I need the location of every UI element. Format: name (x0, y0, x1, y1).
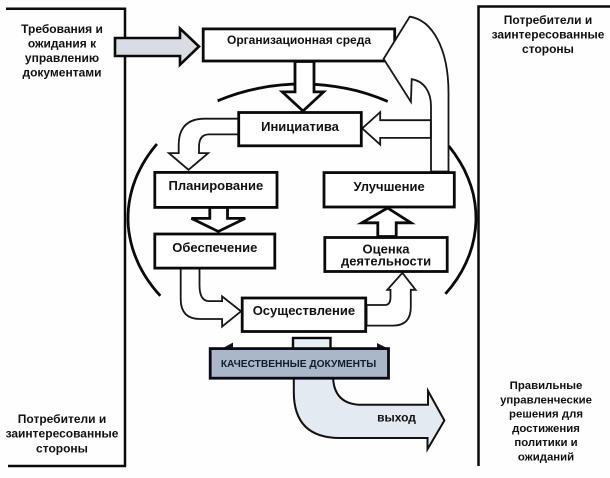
svg-text:Правильные: Правильные (510, 380, 583, 392)
svg-text:Организационная среда: Организационная среда (227, 33, 371, 47)
svg-text:Обеспечение: Обеспечение (172, 240, 257, 255)
svg-text:Планирование: Планирование (169, 178, 264, 193)
svg-text:Осуществление: Осуществление (253, 303, 355, 318)
svg-text:Потребители и: Потребители и (504, 13, 592, 27)
svg-text:заинтересованные: заинтересованные (492, 28, 605, 42)
svg-text:решения для: решения для (509, 409, 583, 421)
svg-text:политики и: политики и (514, 437, 577, 449)
svg-text:выход: выход (377, 411, 416, 425)
svg-text:ожиданий: ожиданий (518, 452, 574, 464)
svg-text:Требования и: Требования и (21, 22, 103, 36)
svg-text:документами: документами (22, 65, 101, 79)
svg-text:достижения: достижения (512, 423, 580, 435)
svg-text:Улучшение: Улучшение (353, 179, 424, 194)
svg-text:Оценка: Оценка (363, 242, 411, 257)
svg-text:стороны: стороны (522, 42, 574, 56)
svg-text:Потребители и: Потребители и (18, 412, 106, 426)
svg-text:управленческие: управленческие (500, 394, 592, 406)
svg-text:заинтересованные: заинтересованные (6, 427, 119, 441)
svg-text:стороны: стороны (36, 441, 88, 455)
svg-text:Инициатива: Инициатива (261, 119, 340, 134)
svg-text:КАЧЕСТВЕННЫЕ ДОКУМЕНТЫ: КАЧЕСТВЕННЫЕ ДОКУМЕНТЫ (221, 359, 376, 370)
svg-text:деятельности: деятельности (341, 254, 431, 269)
svg-text:управлению: управлению (25, 51, 99, 65)
svg-text:ожидания к: ожидания к (28, 36, 97, 50)
